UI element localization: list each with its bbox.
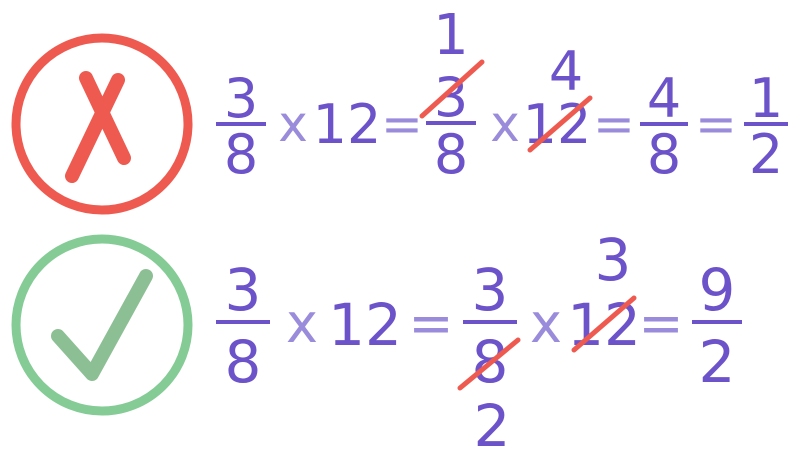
wrong-term3-fraction: 4 8 xyxy=(640,67,688,186)
right-term3-numerator: 9 xyxy=(699,256,736,324)
right-whole-12: 12 xyxy=(328,291,402,359)
right-times-sign-1: x xyxy=(286,292,318,355)
right-whole2-cancel-result: 3 xyxy=(595,226,632,294)
right-row: 3 8 x 12 = 3 8 2 x 3 12 = 9 2 xyxy=(11,226,742,456)
strike-through xyxy=(457,337,521,391)
right-term1-numerator: 3 xyxy=(225,256,262,324)
right-times-sign-2: x xyxy=(530,292,562,355)
check-mark-icon xyxy=(11,234,193,416)
right-term3-denominator: 2 xyxy=(699,328,736,396)
wrong-term2-fraction: 1 3 8 xyxy=(419,3,485,186)
right-term1-fraction: 3 8 xyxy=(216,256,270,396)
wrong-term1-numerator: 3 xyxy=(224,67,258,130)
wrong-equals-3: = xyxy=(695,95,737,153)
wrong-term1-fraction: 3 8 xyxy=(216,67,266,186)
right-whole2: 3 12 xyxy=(567,226,641,359)
wrong-whole2-cancel-result: 4 xyxy=(549,40,583,103)
wrong-term1-denominator: 8 xyxy=(224,123,258,186)
cross-mark-icon xyxy=(11,33,193,215)
wrong-term4-denominator: 2 xyxy=(749,123,783,186)
wrong-equals-2: = xyxy=(593,95,635,153)
right-term1-denominator: 8 xyxy=(225,328,262,396)
right-equals-2: = xyxy=(638,292,683,355)
strike-through xyxy=(527,95,593,153)
wrong-term3-denominator: 8 xyxy=(647,123,681,186)
right-term2-numerator: 3 xyxy=(472,256,509,324)
right-term2-cancel-result: 2 xyxy=(474,392,511,456)
strike-through xyxy=(571,295,637,353)
wrong-whole2: 4 12 xyxy=(523,40,593,156)
wrong-equals-1: = xyxy=(381,95,423,153)
right-equals-1: = xyxy=(408,292,453,355)
strike-through xyxy=(419,59,485,119)
wrong-times-sign-2: x xyxy=(490,95,520,153)
wrong-term2-cancel-result: 1 xyxy=(433,3,469,68)
wrong-term4-fraction: 1 2 xyxy=(744,67,788,186)
right-term2-fraction: 3 8 2 xyxy=(457,256,521,456)
wrong-row: 3 8 x 12 = 1 3 8 x 4 12 = 4 8 = xyxy=(11,3,788,215)
wrong-term4-numerator: 1 xyxy=(749,67,783,130)
wrong-term3-numerator: 4 xyxy=(647,67,681,130)
right-term3-fraction: 9 2 xyxy=(692,256,742,396)
wrong-term2-denominator: 8 xyxy=(434,123,468,186)
wrong-times-sign-1: x xyxy=(278,95,308,153)
wrong-whole-12: 12 xyxy=(313,93,382,156)
